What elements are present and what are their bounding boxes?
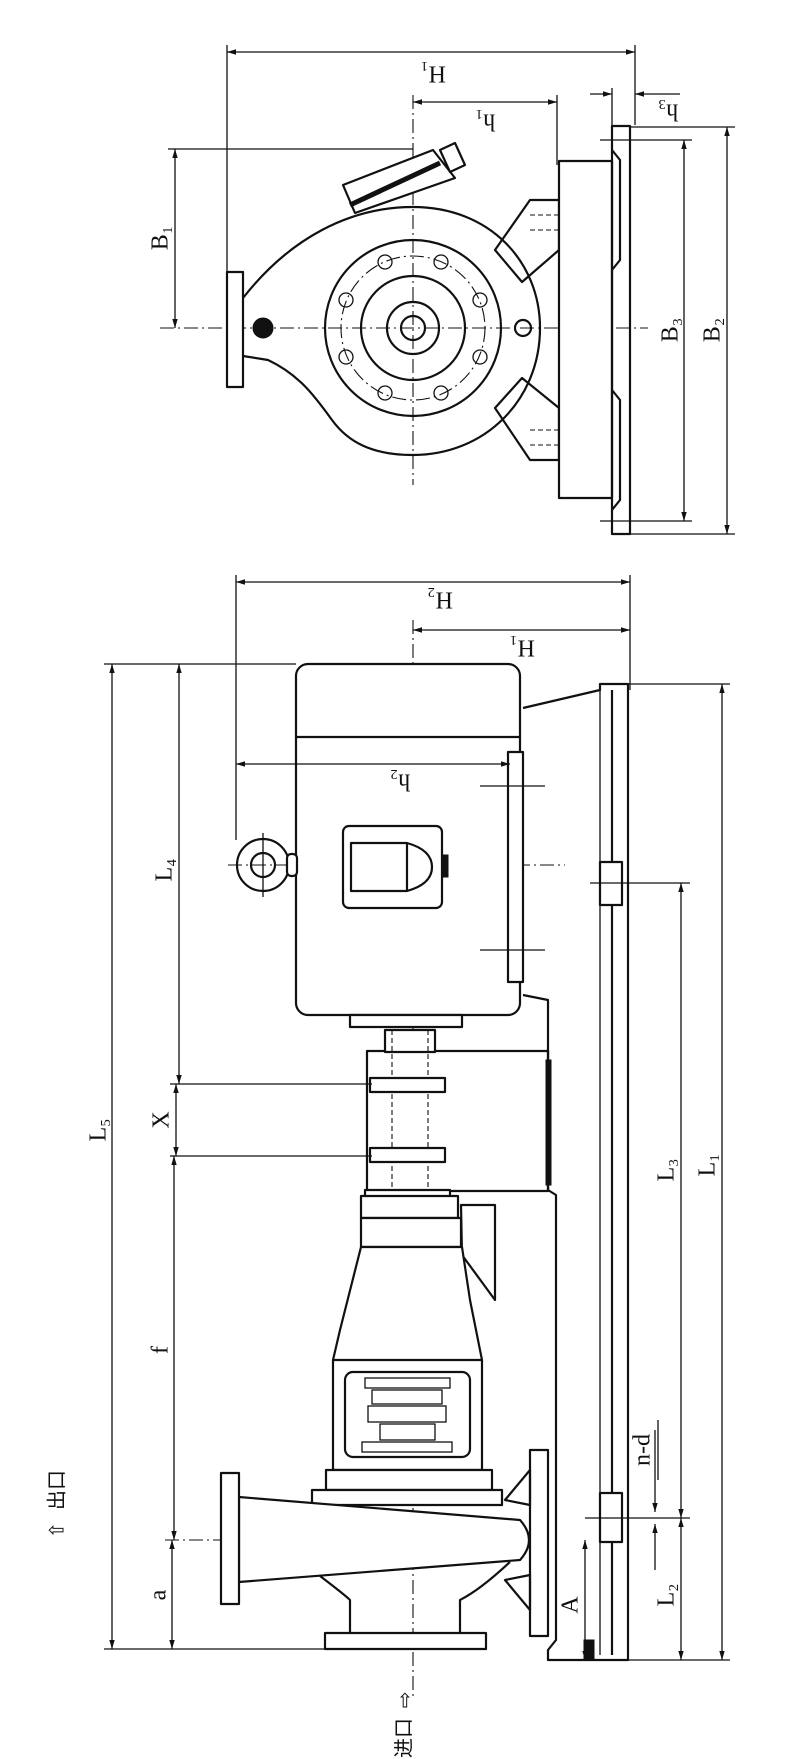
side-view: H₂ H₁ h₂ L₅ L₄ X f a L₁ L₃ L₂ A [45, 575, 730, 1758]
outlet-indicator: ⇧ 出口 [45, 1470, 69, 1538]
casing-cover-flange [324, 1468, 494, 1492]
bearing-cover [359, 1194, 460, 1220]
bolt-circle [340, 255, 486, 401]
seal-housing-ring [359, 274, 467, 382]
label-f: f [148, 1346, 174, 1354]
label-H1: H₁ [420, 60, 446, 86]
label-H2: H₂ [427, 586, 453, 612]
label-h2: h₂ [390, 768, 410, 794]
label-B2: B₂ [700, 318, 726, 342]
label-B3: B₃ [658, 318, 684, 342]
shaft-end [399, 314, 427, 342]
nozzle-seam [348, 160, 442, 208]
label-L5: L₅ [86, 1118, 112, 1141]
cover-bolts [338, 254, 488, 401]
end-view: H₁ h₁ h₃ B₁ B₃ B₂ [148, 45, 735, 536]
inlet-neck [319, 1561, 511, 1635]
shaft-hub [385, 300, 441, 356]
coupling-hub [383, 1028, 437, 1054]
outlet-label: 出口 [45, 1470, 69, 1510]
terminal-box [341, 824, 444, 910]
inlet-flange [323, 1631, 488, 1651]
base-plate-flange [610, 124, 632, 536]
cable-gland [441, 854, 449, 878]
coupling-flange-pump [368, 1146, 447, 1164]
outlet-arrow-icon: ⇧ [45, 1522, 69, 1539]
outlet-flange [219, 1471, 241, 1606]
label-L1: L₁ [695, 1153, 721, 1176]
volute-casing [242, 205, 542, 457]
coupling-guard [365, 1049, 550, 1193]
label-n-d: n-d [630, 1434, 656, 1466]
pump-foot [528, 1448, 550, 1638]
motor-flange [348, 1013, 464, 1029]
motor-foot [506, 750, 525, 984]
label-L2: L₂ [654, 1583, 680, 1606]
drain-plug [252, 317, 274, 339]
bracket-support [459, 1203, 497, 1302]
label-B1: B₁ [148, 226, 174, 250]
label-L4: L₄ [152, 858, 178, 881]
outlet-flange [225, 270, 245, 389]
label-h1: h₁ [475, 108, 495, 134]
inlet-arrow-icon: ⇧ [397, 1689, 414, 1713]
bearing-bracket [331, 1245, 484, 1472]
label-A: A [558, 1596, 584, 1614]
nozzle-cap [438, 141, 467, 174]
label-X: X [149, 1111, 175, 1128]
bearing-housing [359, 1216, 463, 1249]
terminal-box-cover [349, 841, 409, 893]
pump-casing [237, 1495, 531, 1584]
coupling-flange-motor [368, 1076, 447, 1094]
lower-support-foot [493, 376, 561, 462]
label-L3: L₃ [654, 1158, 680, 1181]
label-H1-side: H₁ [509, 634, 535, 660]
base-plate-section [557, 159, 614, 500]
label-h3: h₃ [658, 98, 678, 124]
label-a: a [146, 1589, 172, 1600]
inlet-label: 进口 [392, 1718, 416, 1758]
vent-plug [513, 318, 533, 338]
bracket-window [343, 1370, 472, 1459]
casing-cover-ring [323, 238, 503, 418]
